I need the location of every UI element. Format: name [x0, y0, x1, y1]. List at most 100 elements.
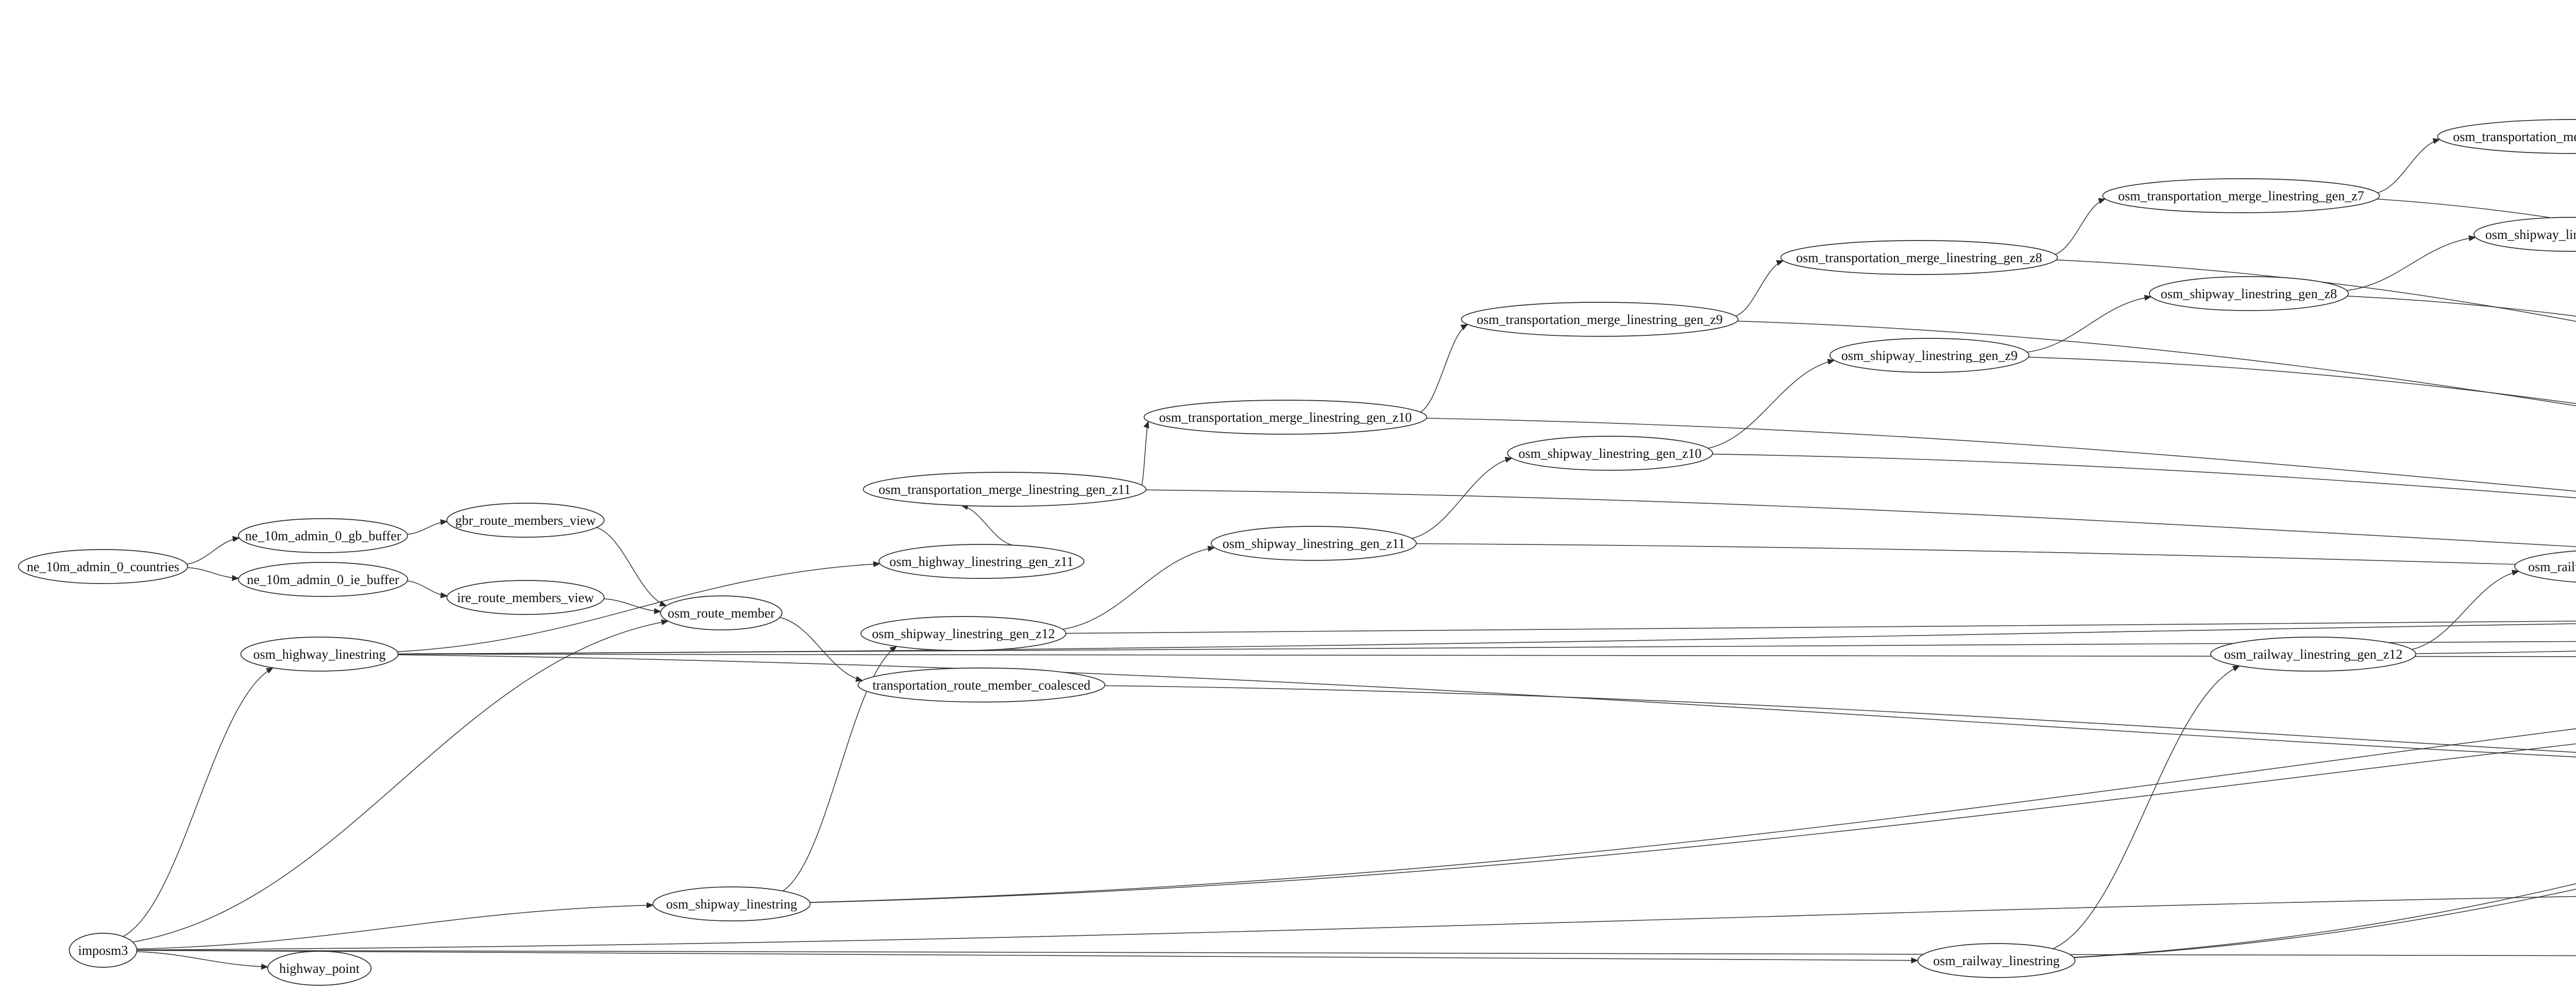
edge-osm_transportation_merge_linestring_gen_z10-to-osm_transportation_merge_linestring_gen_z9: [1420, 324, 1468, 413]
node-label: gbr_route_members_view: [455, 513, 596, 528]
edge-osm_shipway_linestring_gen_z12-to-layer:z12: [1065, 620, 2576, 634]
node-shape: [2473, 217, 2576, 252]
graph-node-osm_railway_linestring: osm_railway_linestring: [1917, 943, 2076, 978]
edge-osm_shipway_linestring_gen_z12-to-osm_shipway_linestring_gen_z11: [1062, 545, 1215, 630]
node-label: osm_shipway_linestring_gen_z10: [1518, 446, 1701, 461]
edge-ne_10m_admin_0_countries-to-ne_10m_admin_0_ie_buffer: [187, 567, 240, 581]
edge-osm_railway_linestring-to-layer:z14+: [2074, 888, 2576, 958]
edge-osm_transportation_merge_linestring_gen_z9-to-layer:z9: [1737, 320, 2576, 406]
graph-node-osm_transportation_merge_linestring_gen_z9: osm_transportation_merge_linestring_gen_…: [1461, 302, 1739, 337]
node-label: osm_transportation_merge_linestring_gen_…: [878, 482, 1131, 497]
edge-osm_shipway_linestring_gen_z11-to-layer:z11: [1416, 543, 2576, 567]
node-label: osm_transportation_merge_linestring_gen_…: [1477, 312, 1723, 327]
edge-osm_highway_linestring_gen_z11-to-osm_transportation_merge_linestring_gen_z11: [960, 504, 1013, 546]
edge-osm_railway_linestring-to-layer:z13: [2073, 883, 2576, 958]
edge-gbr_route_members_view-to-osm_route_member: [596, 527, 667, 607]
node-shape: [1461, 302, 1739, 337]
edge-ne_10m_admin_0_countries-to-ne_10m_admin_0_gb_buffer: [187, 536, 240, 565]
edge-osm_transportation_merge_linestring_gen_z7-to-osm_transportation_merge_linestring_gen_z6: [2377, 138, 2441, 194]
node-label: osm_railway_linestring_gen_z12: [2224, 647, 2403, 662]
graph-node-imposm3: imposm3: [69, 933, 138, 968]
graph-node-osm_transportation_merge_linestring_gen_z11: osm_transportation_merge_linestring_gen_…: [862, 472, 1147, 507]
edge-osm_shipway_linestring_gen_z9-to-layer:z9: [2028, 356, 2576, 404]
edge-osm_shipway_linestring_gen_z9-to-osm_shipway_linestring_gen_z8: [2027, 295, 2152, 353]
graph-node-osm_shipway_linestring_gen_z7: osm_shipway_linestring_gen_z7: [2473, 217, 2576, 252]
node-shape: [267, 951, 372, 986]
node-shape: [2102, 178, 2380, 213]
node-label: imposm3: [78, 943, 128, 958]
node-label: osm_shipway_linestring_gen_z9: [1841, 348, 2018, 363]
edge-imposm3-to-osm_aerialway_linestring: [137, 896, 2576, 951]
edge-osm_transportation_merge_linestring_gen_z10-to-layer:z10: [1426, 418, 2576, 492]
graph-node-osm_transportation_merge_linestring_gen_z8: osm_transportation_merge_linestring_gen_…: [1780, 240, 2058, 275]
edge-osm_transportation_merge_linestring_gen_z11-to-osm_transportation_merge_linestring_gen_z10: [1141, 421, 1149, 486]
edge-osm_shipway_linestring_gen_z10-to-layer:z10: [1712, 453, 2576, 499]
graph-node-osm_railway_linestring_gen_z12: osm_railway_linestring_gen_z12: [2210, 637, 2416, 672]
graph-node-osm_railway_linestring_gen_z11: osm_railway_linestring_gen_z11: [2514, 550, 2576, 583]
node-label: osm_railway_linestring: [1933, 953, 2060, 968]
graph-node-osm_route_member: osm_route_member: [660, 595, 783, 630]
graph-node-osm_shipway_linestring_gen_z12: osm_shipway_linestring_gen_z12: [860, 616, 1066, 651]
edge-osm_highway_linestring-to-layer:z14+: [398, 654, 2576, 658]
edge-ire_route_members_view-to-osm_route_member: [604, 598, 662, 614]
node-shape: [238, 562, 409, 597]
edge-imposm3-to-osm_route_member: [132, 619, 669, 943]
graph-node-osm_highway_linestring_gen_z11: osm_highway_linestring_gen_z11: [878, 544, 1084, 579]
graph-node-osm_shipway_linestring_gen_z9: osm_shipway_linestring_gen_z9: [1829, 338, 2030, 373]
graph-node-osm_highway_linestring: osm_highway_linestring: [240, 637, 399, 672]
node-label: osm_highway_linestring: [253, 647, 385, 662]
graph-node-osm_shipway_linestring_gen_z10: osm_shipway_linestring_gen_z10: [1507, 436, 1713, 471]
node-shape: [2514, 550, 2576, 583]
edge-imposm3-to-osm_highway_linestring: [123, 667, 274, 937]
node-shape: [860, 616, 1066, 651]
graph-node-ne_10m_admin_0_gb_buffer: ne_10m_admin_0_gb_buffer: [238, 518, 409, 553]
edge-ne_10m_admin_0_gb_buffer-to-gbr_route_members_view: [407, 519, 448, 535]
node-label: osm_shipway_linestring_gen_z8: [2161, 286, 2337, 301]
node-shape: [652, 886, 811, 921]
edge-osm_highway_linestring-to-osm_highway_linestring_gen_z11: [397, 561, 881, 653]
graph-node-osm_transportation_merge_linestring_gen_z10: osm_transportation_merge_linestring_gen_…: [1143, 400, 1428, 435]
graph-node-ne_10m_admin_0_ie_buffer: ne_10m_admin_0_ie_buffer: [238, 562, 409, 597]
node-label: ne_10m_admin_0_ie_buffer: [247, 572, 399, 587]
node-shape: [660, 595, 783, 630]
node-shape: [69, 933, 138, 968]
node-shape: [18, 549, 189, 584]
graph-node-osm_transportation_merge_linestring_gen_z7: osm_transportation_merge_linestring_gen_…: [2102, 178, 2380, 213]
graph-node-ne_10m_admin_0_countries: ne_10m_admin_0_countries: [18, 549, 189, 584]
node-shape: [446, 503, 605, 538]
node-shape: [878, 544, 1084, 579]
node-shape: [1780, 240, 2058, 275]
node-label: ne_10m_admin_0_countries: [27, 559, 179, 574]
node-label: osm_shipway_linestring_gen_z12: [872, 626, 1055, 641]
edge-osm_route_member-to-transportation_route_member_coalesced: [779, 617, 863, 682]
edge-osm_shipway_linestring_gen_z8-to-osm_shipway_linestring_gen_z7: [2347, 235, 2477, 291]
edge-osm_transportation_merge_linestring_gen_z9-to-osm_transportation_merge_linestring_gen_z8: [1735, 260, 1784, 317]
graph-node-osm_shipway_linestring: osm_shipway_linestring: [652, 886, 811, 921]
node-label: osm_transportation_merge_linestring_gen_…: [2118, 189, 2364, 203]
edge-osm_railway_linestring_gen_z12-to-osm_railway_linestring_gen_z11: [2412, 570, 2519, 650]
edge-osm_transportation_merge_linestring_gen_z8-to-layer:z8: [2056, 259, 2576, 322]
node-label: osm_route_member: [668, 606, 775, 621]
node-shape: [1917, 943, 2076, 978]
node-label: osm_highway_linestring_gen_z11: [889, 554, 1073, 569]
graph-node-highway_point: highway_point: [267, 951, 372, 986]
edge-imposm3-to-osm_highway_polygon: [137, 950, 2576, 957]
edge-transportation_route_member_coalesced-to-osm_transportation_name_network: [1105, 685, 2576, 753]
graph-node-osm_shipway_linestring_gen_z8: osm_shipway_linestring_gen_z8: [2148, 276, 2349, 311]
node-label: osm_shipway_linestring: [666, 897, 797, 912]
graph-node-transportation_route_member_coalesced: transportation_route_member_coalesced: [857, 667, 1106, 703]
node-shape: [2210, 637, 2416, 672]
node-shape: [1829, 338, 2030, 373]
node-label: osm_transportation_merge_linestring_gen_…: [1796, 250, 2042, 265]
edge-osm_transportation_merge_linestring_gen_z11-to-layer:z11: [1146, 489, 2576, 547]
edge-osm_shipway_linestring_gen_z11-to-osm_shipway_linestring_gen_z10: [1412, 456, 1513, 539]
node-label: ire_route_members_view: [457, 590, 594, 605]
edge-imposm3-to-osm_shipway_linestring: [137, 902, 654, 950]
edge-osm_transportation_merge_linestring_gen_z8-to-osm_transportation_merge_linestring_gen_z7: [2055, 198, 2106, 255]
edge-osm_railway_linestring-to-osm_railway_linestring_gen_z12: [2053, 665, 2241, 949]
graph-node-osm_transportation_merge_linestring_gen_z6: osm_transportation_merge_linestring_gen_…: [2437, 119, 2576, 154]
graph-node-osm_shipway_linestring_gen_z11: osm_shipway_linestring_gen_z11: [1211, 526, 1417, 561]
node-shape: [862, 472, 1147, 507]
